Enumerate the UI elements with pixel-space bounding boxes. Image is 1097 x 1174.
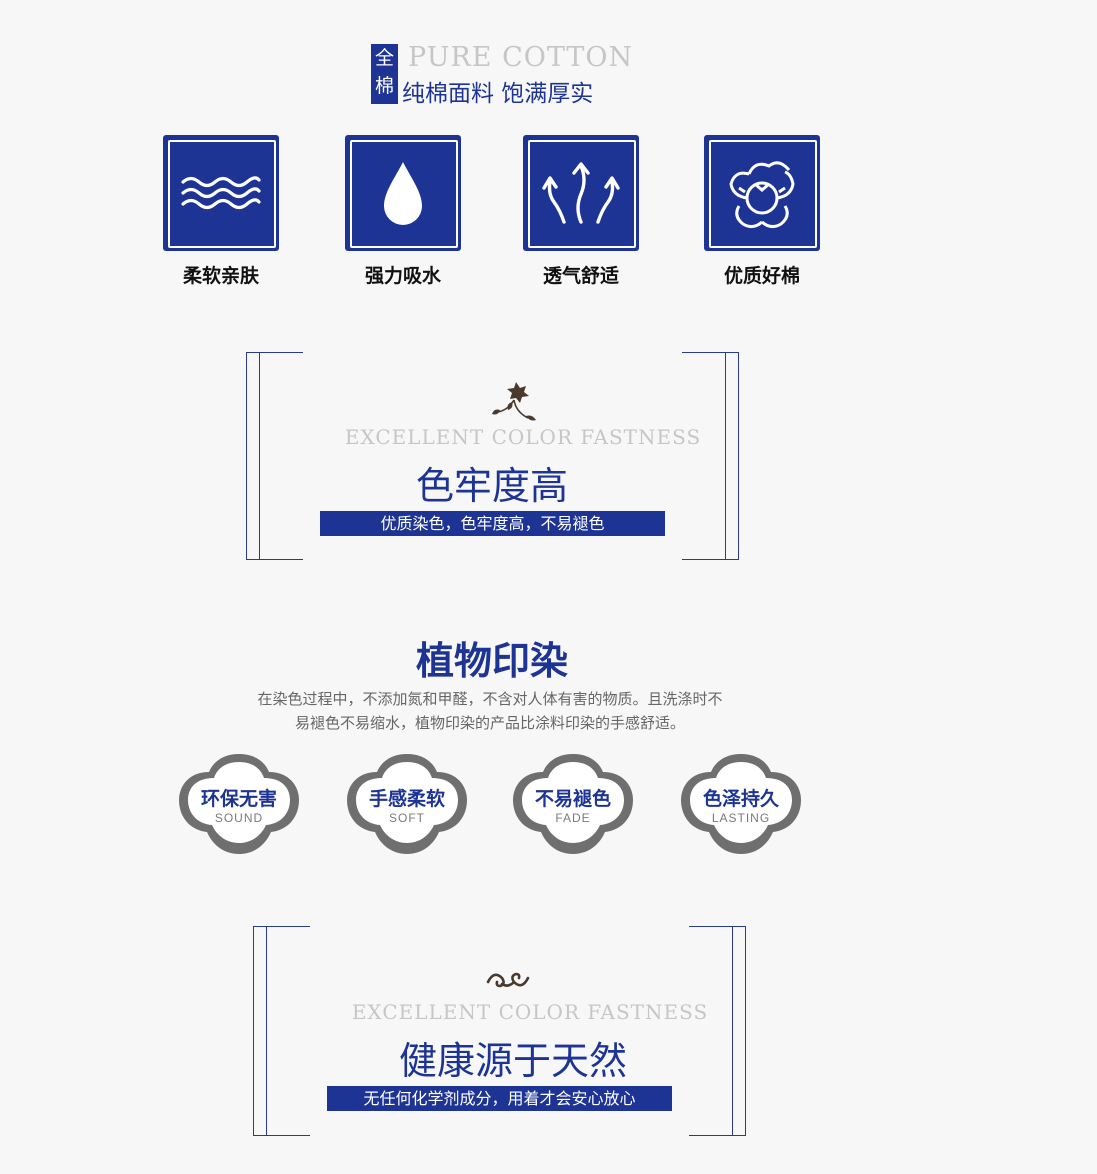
cotton-badge: 全 棉 bbox=[371, 44, 398, 104]
badge-soft: 手感柔软 SOFT bbox=[344, 748, 470, 860]
badge-lasting: 色泽持久 LASTING bbox=[678, 748, 804, 860]
color-fastness-bar: 优质染色，色牢度高，不易褪色 bbox=[320, 511, 665, 536]
badge-sound-en: SOUND bbox=[214, 811, 264, 825]
badge-char-2: 棉 bbox=[374, 75, 394, 97]
badge-soft-cn: 手感柔软 bbox=[368, 788, 445, 810]
header-subtitle: 纯棉面料 饱满厚实 bbox=[402, 81, 594, 107]
natural-health-title: 健康源于天然 bbox=[398, 1039, 627, 1083]
badge-sound-cn: 环保无害 bbox=[200, 788, 277, 810]
feature-tile-absorb bbox=[345, 135, 461, 251]
badge-fade-en: FADE bbox=[555, 811, 591, 825]
plant-dye-title: 植物印染 bbox=[415, 639, 568, 683]
badge-lasting-cn: 色泽持久 bbox=[702, 788, 779, 810]
natural-health-bar: 无任何化学剂成分，用着才会安心放心 bbox=[327, 1086, 672, 1111]
feature-label-breathable: 透气舒适 bbox=[542, 265, 619, 287]
header-title-en: PURE COTTON bbox=[408, 42, 634, 73]
feature-label-soft: 柔软亲肤 bbox=[182, 265, 259, 287]
plant-dye-desc-line1: 在染色过程中，不添加氮和甲醛，不含对人体有害的物质。且洗涤时不 bbox=[257, 690, 723, 708]
badge-lasting-en: LASTING bbox=[711, 811, 771, 825]
cloud-badge-icon bbox=[513, 754, 633, 854]
badge-soft-en: SOFT bbox=[389, 811, 425, 825]
cloud-badge-icon bbox=[681, 754, 801, 854]
badge-fade-cn: 不易褪色 bbox=[534, 788, 611, 810]
airflow-arrows-icon bbox=[542, 162, 620, 224]
badge-sound: 环保无害 SOUND bbox=[176, 748, 302, 860]
feature-label-absorb: 强力吸水 bbox=[364, 265, 441, 287]
cotton-boll-icon bbox=[729, 161, 795, 229]
waves-icon bbox=[181, 176, 261, 210]
color-fastness-caption: EXCELLENT COLOR FASTNESS bbox=[344, 425, 702, 449]
flower-ornament-icon bbox=[492, 382, 536, 421]
feature-label-cotton: 优质好棉 bbox=[723, 265, 800, 287]
plant-dye-desc-line2: 易褪色不易缩水，植物印染的产品比涂料印染的手感舒适。 bbox=[294, 714, 685, 732]
water-drop-icon bbox=[384, 162, 422, 225]
feature-tile-breathable bbox=[523, 135, 639, 251]
feature-tile-cotton bbox=[704, 135, 820, 251]
swirl-ornament-icon bbox=[486, 972, 530, 988]
badge-char-1: 全 bbox=[374, 47, 394, 69]
feature-tile-soft bbox=[163, 135, 279, 251]
natural-health-caption: EXCELLENT COLOR FASTNESS bbox=[351, 1000, 709, 1024]
cloud-badge-icon bbox=[179, 754, 299, 854]
badge-fade: 不易褪色 FADE bbox=[510, 748, 636, 860]
color-fastness-title: 色牢度高 bbox=[415, 464, 568, 508]
cloud-badge-icon bbox=[347, 754, 467, 854]
